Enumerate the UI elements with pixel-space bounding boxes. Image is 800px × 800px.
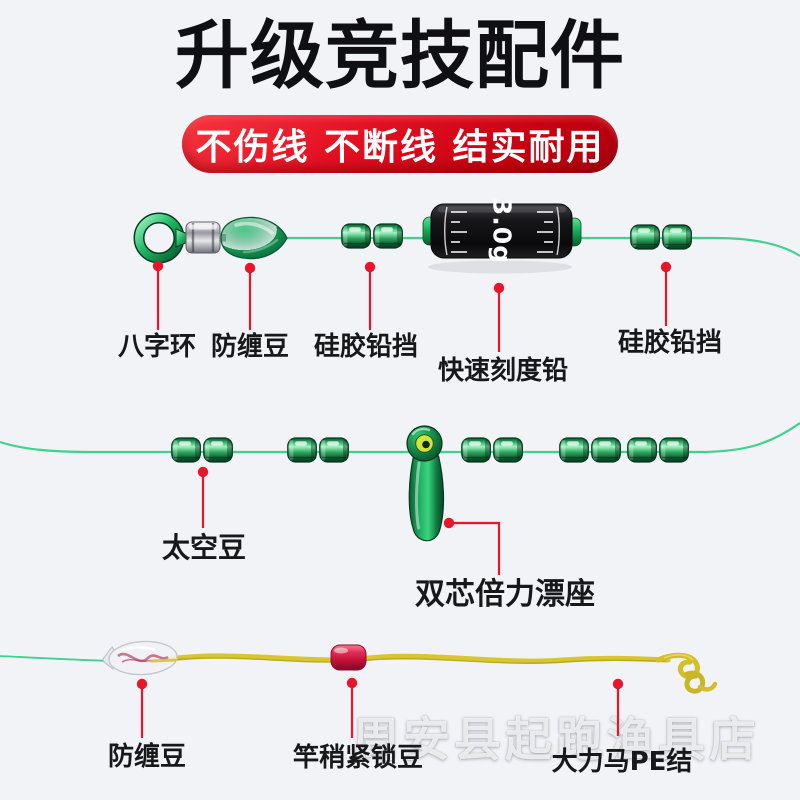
space-bean-pair-1: [171, 437, 234, 463]
label-pe-knot: 大力马PE结: [551, 747, 693, 777]
label-float-seat: 双芯倍力漂座: [415, 577, 595, 612]
space-bean-pair-5: [627, 437, 690, 463]
main-line-row2: [0, 422, 800, 454]
anti-tangle-bead-graphic: [220, 216, 288, 260]
lead-weight-graphic: [422, 203, 582, 274]
label-anti-tangle-bead-top: 防缠豆: [210, 332, 290, 362]
label-silicone-lead-stop-right: 硅胶铅挡: [617, 328, 723, 358]
label-space-bean: 太空豆: [161, 531, 247, 564]
main-line-row1: [284, 236, 800, 257]
label-rod-tip-lock-bean: 竿稍紧锁豆: [292, 743, 424, 773]
label-silicone-lead-stop-left: 硅胶铅挡: [313, 332, 419, 362]
pe-braid-line: [167, 653, 671, 664]
pe-knot-graphic: [655, 652, 718, 694]
slogan-text: 不伤线 不断线 结实耐用: [195, 127, 605, 168]
space-bean-pair-4: [559, 437, 622, 463]
float-seat-graphic: [406, 425, 445, 542]
label-swivel: 八字环: [117, 332, 197, 362]
space-bean-pair-2: [287, 437, 350, 463]
label-quick-scale-lead: 快速刻度铅: [437, 356, 569, 386]
main-line-row3: [0, 655, 115, 662]
rod-tip-lock-bean-graphic: [330, 644, 367, 671]
lead-weight-value: 3.0g: [487, 197, 517, 265]
label-anti-tangle-bead-bottom: 防缠豆: [107, 742, 187, 772]
swivel-graphic: [133, 212, 226, 264]
slogan-banner: 不伤线 不断线 结实耐用: [182, 115, 618, 173]
shop-watermark: 周安县起跑渔具店: [352, 713, 760, 768]
anti-tangle-bead-bottom-graphic: [102, 640, 178, 676]
space-bean-pair-3: [461, 437, 524, 463]
callout-lines: [136, 260, 672, 738]
page-title: 升级竞技配件: [175, 13, 625, 99]
silicone-stop-left-graphic: [341, 223, 404, 249]
